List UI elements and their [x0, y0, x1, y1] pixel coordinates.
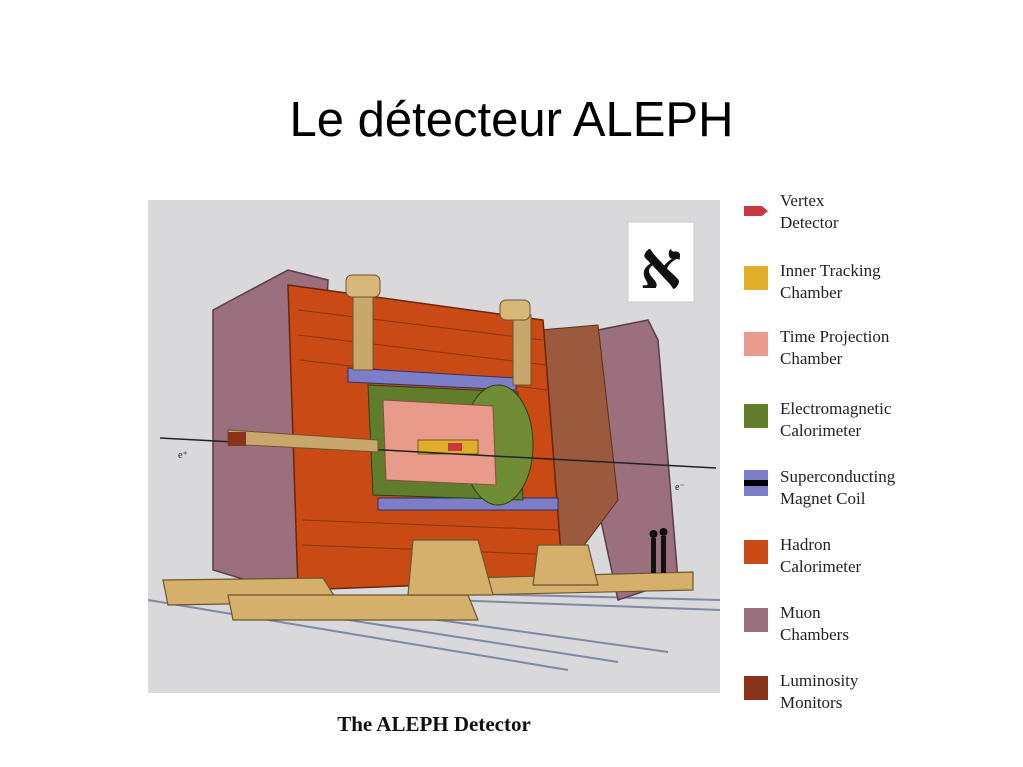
cryostat-tower-right [512, 314, 532, 386]
aleph-logo-box [627, 221, 695, 303]
magnet-coil-top [347, 367, 517, 391]
beam-label-electron: e⁻ [675, 482, 685, 493]
aleph-detector-illustration: e⁺ e⁻ א [147, 200, 721, 693]
people-for-scale [649, 528, 668, 573]
beam-label-positron: e⁺ [178, 450, 188, 461]
hcal-swatch [744, 540, 768, 564]
support-cradles [162, 539, 694, 621]
luminosity-monitor [228, 432, 246, 446]
magnet-coil-swatch [744, 470, 768, 496]
tpc-swatch [744, 332, 768, 356]
aleph-logo-glyph: א [640, 226, 682, 304]
detector-drawing: e⁺ e⁻ א [147, 200, 721, 693]
ecal-swatch [744, 404, 768, 428]
cryostat-tower-left [352, 289, 374, 371]
muon-swatch [744, 608, 768, 632]
magnet-coil-bottom [377, 497, 559, 511]
vertex-detector-swatch [744, 206, 768, 216]
figure-caption: The ALEPH Detector [337, 712, 531, 736]
inner-tracking-swatch [744, 266, 768, 290]
luminosity-swatch [744, 676, 768, 700]
vertex-detector [448, 443, 462, 451]
slide-title: Le détecteur ALEPH [289, 93, 734, 147]
